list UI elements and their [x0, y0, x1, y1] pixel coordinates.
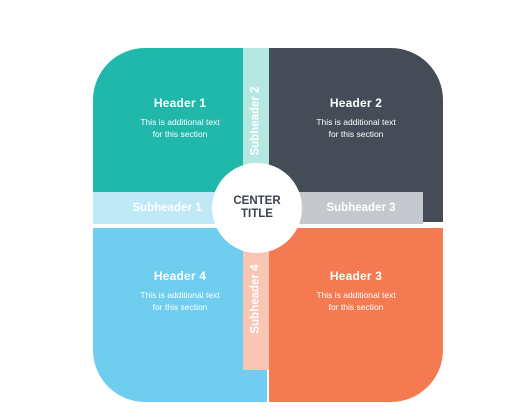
quadrant-4-title: Header 4	[153, 269, 207, 283]
quadrant-header-3: Header 3 This is additional text for thi…	[269, 228, 443, 402]
quadrant-3-desc-line-2: for this section	[328, 302, 384, 312]
quadrant-1-title: Header 1	[153, 96, 207, 110]
quadrant-2-title: Header 2	[329, 96, 383, 110]
quadrant-4-description: This is additional text for this section	[93, 289, 267, 313]
quadrant-4-desc-line-1: This is additional text	[140, 290, 220, 300]
quadrant-header-4: Header 4 This is additional text for thi…	[93, 228, 267, 402]
quadrant-2-desc-line-1: This is additional text	[316, 117, 396, 127]
center-title-line-1: CENTER	[233, 195, 281, 207]
quadrant-2-text: Header 2 This is additional text for thi…	[269, 96, 443, 140]
subheader-3-label: Subheader 3	[326, 202, 396, 214]
center-title-line-2: TITLE	[241, 208, 273, 220]
quadrant-1-text: Header 1 This is additional text for thi…	[93, 96, 267, 140]
quadrant-1-description: This is additional text for this section	[93, 116, 267, 140]
quadrant-4-desc-line-2: for this section	[152, 302, 208, 312]
quadrant-2-description: This is additional text for this section	[269, 116, 443, 140]
quadrant-3-desc-line-1: This is additional text	[316, 290, 396, 300]
quadrant-2-desc-line-2: for this section	[328, 129, 384, 139]
quadrant-4-text: Header 4 This is additional text for thi…	[93, 269, 267, 313]
quadrant-1-desc-line-2: for this section	[152, 129, 208, 139]
quadrant-1-desc-line-1: This is additional text	[140, 117, 220, 127]
center-circle: CENTER TITLE	[212, 163, 302, 253]
subheader-1-label: Subheader 1	[132, 202, 202, 214]
quadrant-3-title: Header 3	[329, 269, 383, 283]
subheader-2-label: Subheader 2	[250, 86, 262, 156]
quadrant-3-text: Header 3 This is additional text for thi…	[269, 269, 443, 313]
subheader-4-label: Subheader 4	[250, 264, 262, 334]
quadrant-3-description: This is additional text for this section	[269, 289, 443, 313]
